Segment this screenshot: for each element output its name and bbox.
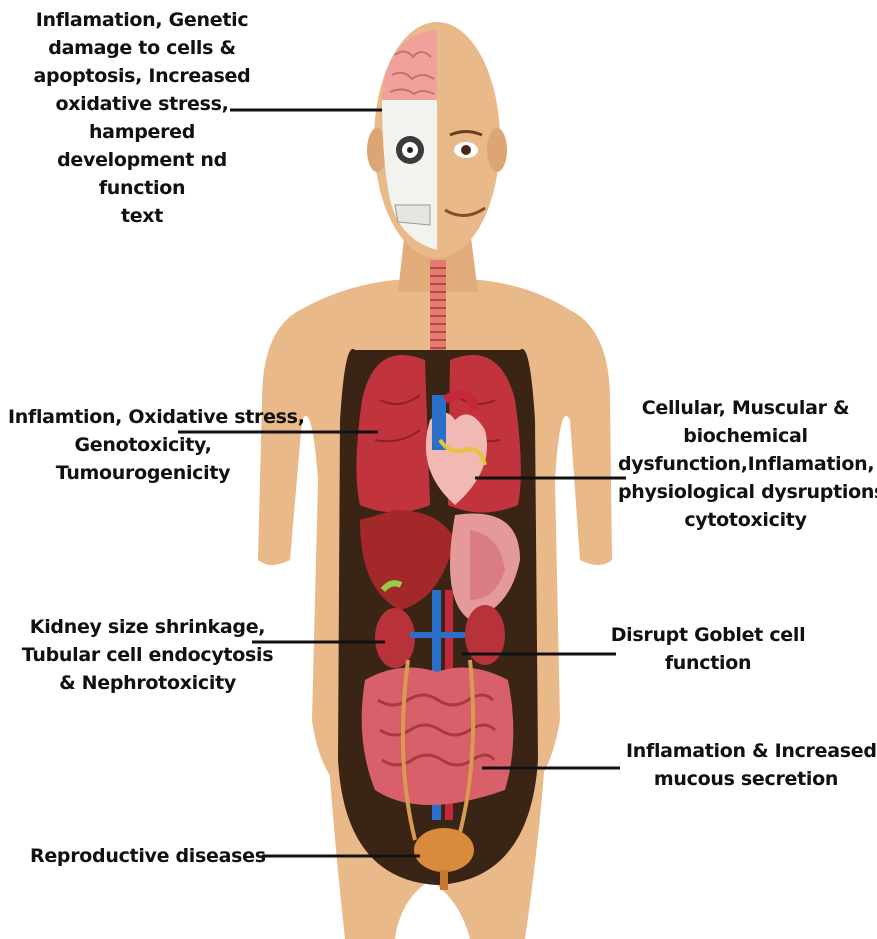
heart-line: physiological dysruptions,: [618, 478, 873, 506]
brain-effects-label: Inflamation, Genetic damage to cells & a…: [12, 6, 272, 230]
lung-line: Tumourogenicity: [8, 459, 278, 487]
heart-effects-label: Cellular, Muscular & biochemical dysfunc…: [618, 394, 873, 534]
brain-line: damage to cells &: [12, 34, 272, 62]
reproductive-effects-label: Reproductive diseases: [30, 842, 262, 870]
intestine-line: Inflamation & Increased: [626, 737, 866, 765]
heart-line: dysfunction,Inflamation,: [618, 450, 873, 478]
reproductive-line: Reproductive diseases: [30, 842, 262, 870]
goblet-effects-label: Disrupt Goblet cell function: [598, 621, 818, 677]
heart-line: Cellular, Muscular &: [618, 394, 873, 422]
lung-line: Genotoxicity,: [8, 431, 278, 459]
kidney-effects-label: Kidney size shrinkage, Tubular cell endo…: [20, 613, 275, 697]
brain-line: oxidative stress,: [12, 90, 272, 118]
brain-line: hampered: [12, 118, 272, 146]
lung-line: Inflamtion, Oxidative stress,: [8, 403, 278, 431]
goblet-line: Disrupt Goblet cell: [598, 621, 818, 649]
brain-line: Inflamation, Genetic: [12, 6, 272, 34]
brain-line: apoptosis, Increased: [12, 62, 272, 90]
lung-effects-label: Inflamtion, Oxidative stress, Genotoxici…: [8, 403, 278, 487]
intestine-line: mucous secretion: [626, 765, 866, 793]
heart-line: cytotoxicity: [618, 506, 873, 534]
kidney-line: Tubular cell endocytosis: [20, 641, 275, 669]
kidney-line: Kidney size shrinkage,: [20, 613, 275, 641]
brain-line: text: [12, 202, 272, 230]
kidney-line: & Nephrotoxicity: [20, 669, 275, 697]
brain-line: development nd: [12, 146, 272, 174]
brain-line: function: [12, 174, 272, 202]
intestine-effects-label: Inflamation & Increased mucous secretion: [626, 737, 866, 793]
heart-line: biochemical: [618, 422, 873, 450]
goblet-line: function: [598, 649, 818, 677]
